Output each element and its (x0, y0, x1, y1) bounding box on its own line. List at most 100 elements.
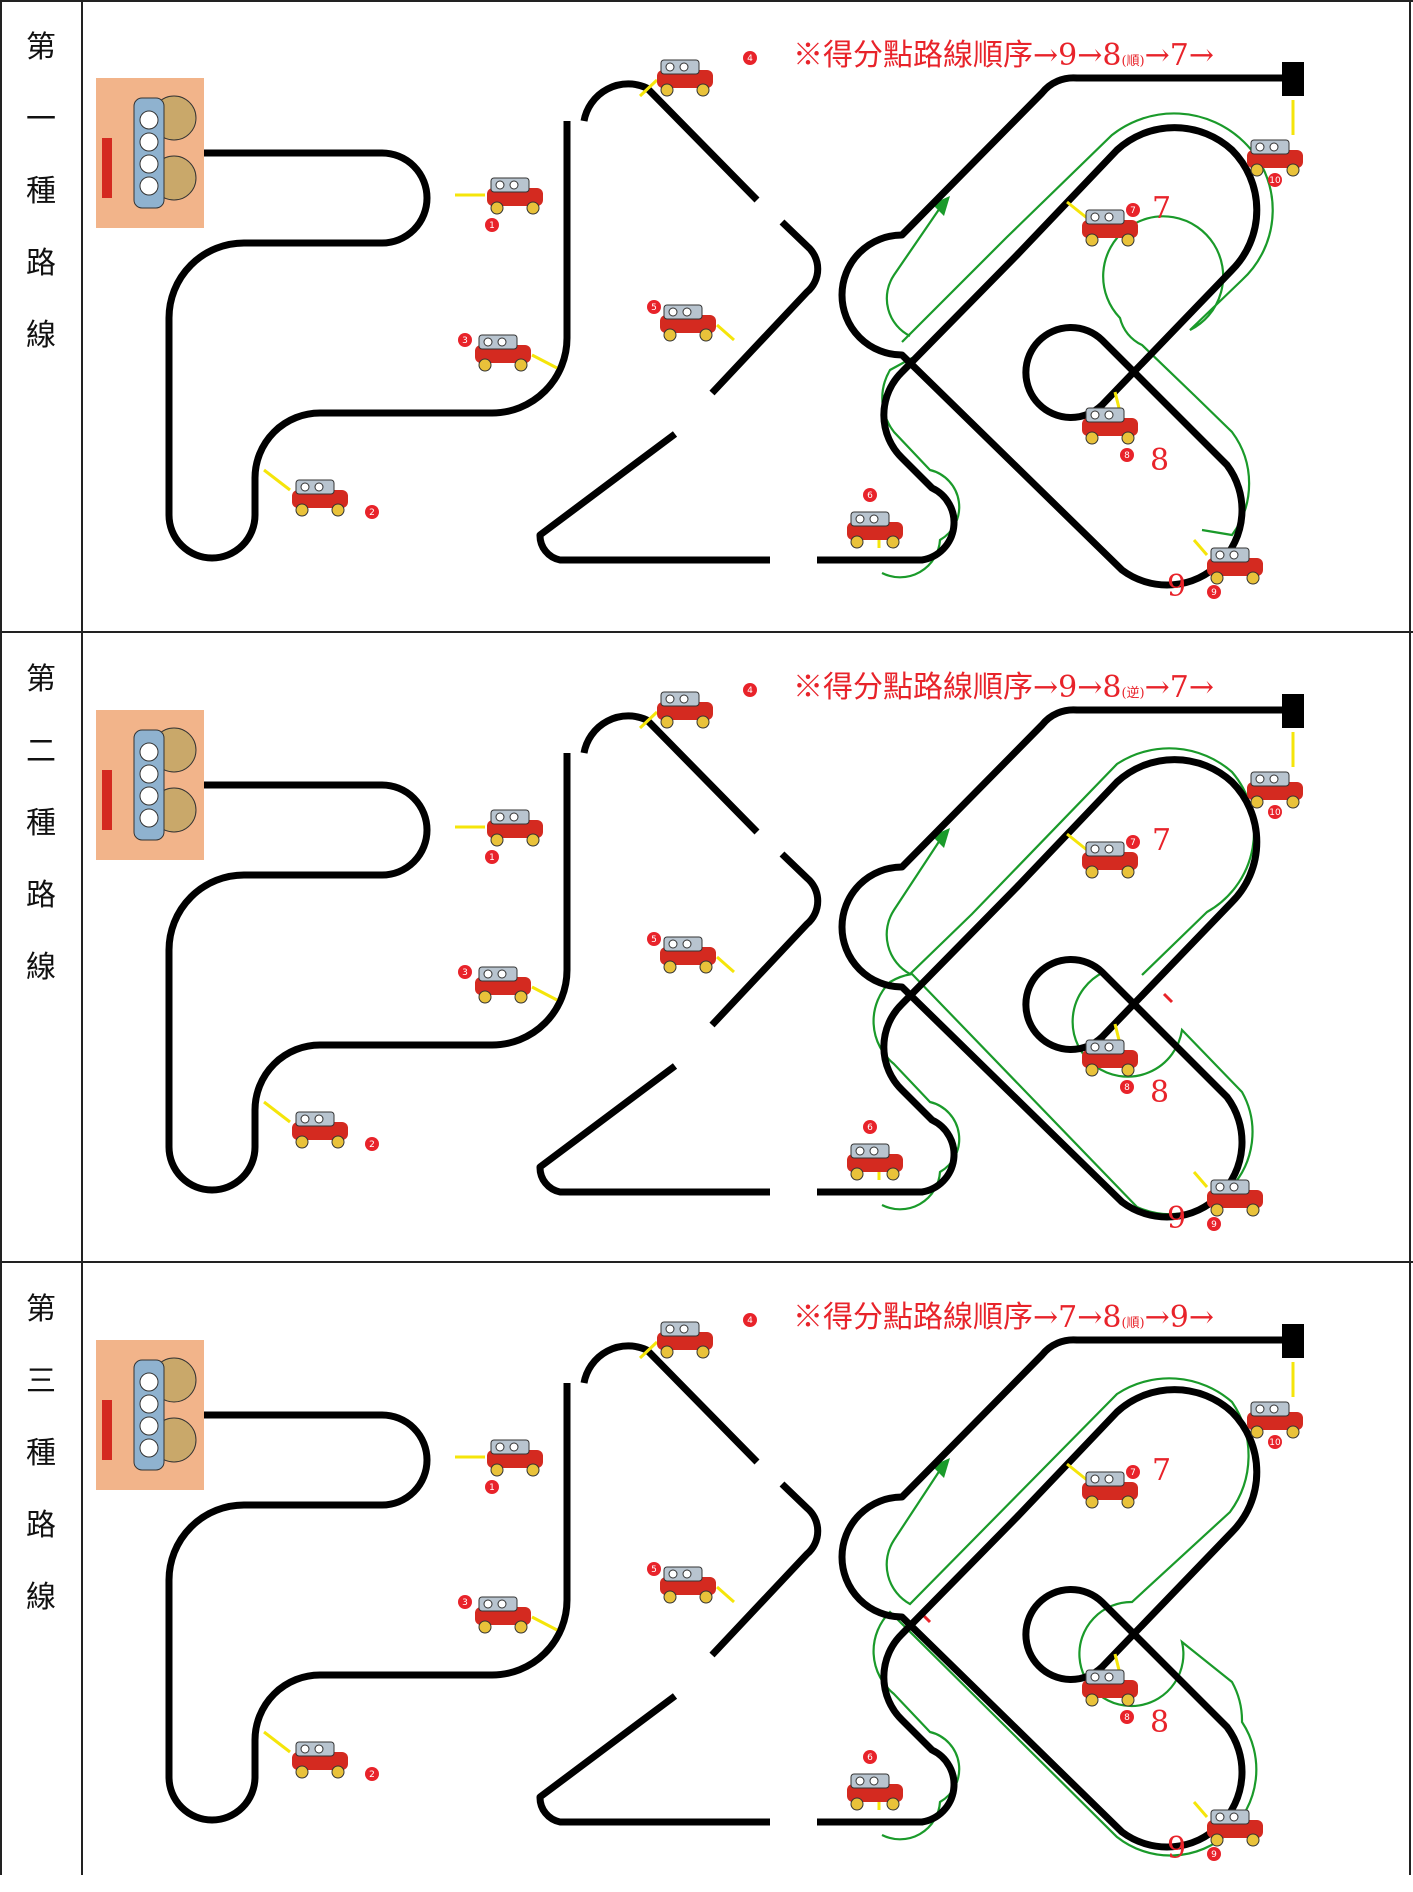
checkpoint-badge: 2 (365, 1767, 379, 1781)
checkpoint-marker-line (717, 1587, 734, 1602)
checkpoint-marker-line (717, 325, 734, 340)
route-label-char: 第 (0, 1284, 82, 1328)
checkpoint-badge: 5 (647, 932, 661, 946)
checkpoint-number: 10 (1269, 808, 1281, 818)
route-label-char: 線 (0, 310, 82, 354)
score-label-7: 7 (1152, 823, 1171, 858)
track-heart-section (817, 1340, 1290, 1847)
checkpoint-marker-line (264, 1732, 290, 1752)
track-heart-section (817, 78, 1290, 585)
route-label-char: 第 (0, 654, 82, 698)
score-label-8: 8 (1150, 1075, 1169, 1110)
checkpoint-badge: 4 (743, 683, 757, 697)
route-label: 第二種路線 (0, 632, 82, 1262)
checkpoint-badge: 3 (458, 1595, 472, 1609)
checkpoint-number: 5 (651, 935, 657, 945)
score-label-9: 9 (1167, 569, 1186, 604)
robot-car-icon (475, 335, 531, 371)
checkpoint-number: 6 (867, 491, 873, 501)
checkpoint-number: 6 (867, 1753, 873, 1763)
checkpoint-badge: 10 (1268, 1435, 1282, 1449)
checkpoint-badge: 8 (1120, 448, 1134, 462)
checkpoint-badge: 4 (743, 1313, 757, 1327)
route-label-char: 種 (0, 166, 82, 210)
track-hump-right (712, 1484, 818, 1655)
checkpoint-number: 5 (651, 303, 657, 313)
checkpoint-marker-line (264, 470, 290, 490)
checkpoint-badge: 8 (1120, 1710, 1134, 1724)
route-label-char: 二 (0, 726, 82, 770)
route-label-char: 種 (0, 1428, 82, 1472)
track-heart-section (817, 710, 1290, 1217)
track-hump-right (712, 222, 818, 393)
checkpoint-badge: 7 (1126, 1465, 1140, 1479)
checkpoint-marker-line (1194, 540, 1207, 555)
checkpoint-number: 5 (651, 1565, 657, 1575)
robot-car-icon (847, 512, 903, 548)
checkpoint-number: 9 (1211, 1220, 1217, 1230)
checkpoint-badge: 10 (1268, 173, 1282, 187)
route-row: 第二種路線※得分點路線順序→9→8(逆)→7→ 12345678910789 (0, 632, 1413, 1262)
robot-car-icon (1082, 408, 1138, 444)
robot-car-icon (660, 1567, 716, 1603)
robot-car-icon (847, 1144, 903, 1180)
route-label-char: 線 (0, 1572, 82, 1616)
checkpoint-number: 7 (1130, 838, 1136, 848)
green-route-path (874, 1378, 1257, 1855)
checkpoint-number: 2 (369, 1140, 375, 1150)
checkpoint-number: 1 (489, 1483, 495, 1493)
robot-car-icon (292, 1112, 348, 1148)
checkpoint-number: 3 (462, 1598, 468, 1608)
robot-car-icon (847, 1774, 903, 1810)
robot-car-icon (487, 1440, 543, 1476)
score-label-7: 7 (1152, 191, 1171, 226)
checkpoint-number: 9 (1211, 1850, 1217, 1860)
checkpoint-badge: 6 (863, 1750, 877, 1764)
checkpoint-number: 1 (489, 853, 495, 863)
checkpoint-marker-line (532, 1617, 557, 1630)
checkpoint-number: 7 (1130, 206, 1136, 216)
checkpoint-number: 8 (1124, 451, 1130, 461)
checkpoint-number: 2 (369, 1770, 375, 1780)
checkpoint-badge: 7 (1126, 835, 1140, 849)
checkpoint-number: 10 (1269, 1438, 1281, 1448)
checkpoint-badge: 9 (1207, 1847, 1221, 1861)
checkpoint-badge: 6 (863, 488, 877, 502)
checkpoint-badge: 5 (647, 1562, 661, 1576)
checkpoint-marker-line (532, 987, 557, 1000)
robot-car-icon (1247, 772, 1303, 808)
checkpoint-number: 10 (1269, 176, 1281, 186)
green-route-entry (874, 972, 1253, 1214)
score-label-9: 9 (1167, 1831, 1186, 1866)
robot-car-icon (1247, 1402, 1303, 1438)
track-hump-right (712, 854, 818, 1025)
track-hump-top (584, 84, 757, 200)
route-label-char: 路 (0, 1500, 82, 1544)
route-label-char: 線 (0, 942, 82, 986)
checkpoint-marker-line (1194, 1172, 1207, 1187)
route-label-char: 第 (0, 22, 82, 66)
robot-car-icon (1207, 1180, 1263, 1216)
finish-block-icon (1282, 1324, 1304, 1358)
score-label-8: 8 (1150, 443, 1169, 478)
track-lower-left (540, 434, 770, 560)
route-label-char: 種 (0, 798, 82, 842)
checkpoint-badge: 8 (1120, 1080, 1134, 1094)
route-label: 第一種路線 (0, 0, 82, 630)
robot-car-icon (657, 60, 713, 96)
robot-car-icon (1207, 548, 1263, 584)
score-label-7: 7 (1152, 1453, 1171, 1488)
checkpoint-badge: 7 (1126, 203, 1140, 217)
red-crossing-mark (1164, 994, 1172, 1002)
checkpoint-badge: 3 (458, 965, 472, 979)
checkpoint-number: 3 (462, 968, 468, 978)
track-hump-top (584, 716, 757, 832)
track-hump-top (584, 1346, 757, 1462)
checkpoint-badge: 9 (1207, 1217, 1221, 1231)
route-layer (874, 1378, 1257, 1855)
checkpoint-badge: 6 (863, 1120, 877, 1134)
